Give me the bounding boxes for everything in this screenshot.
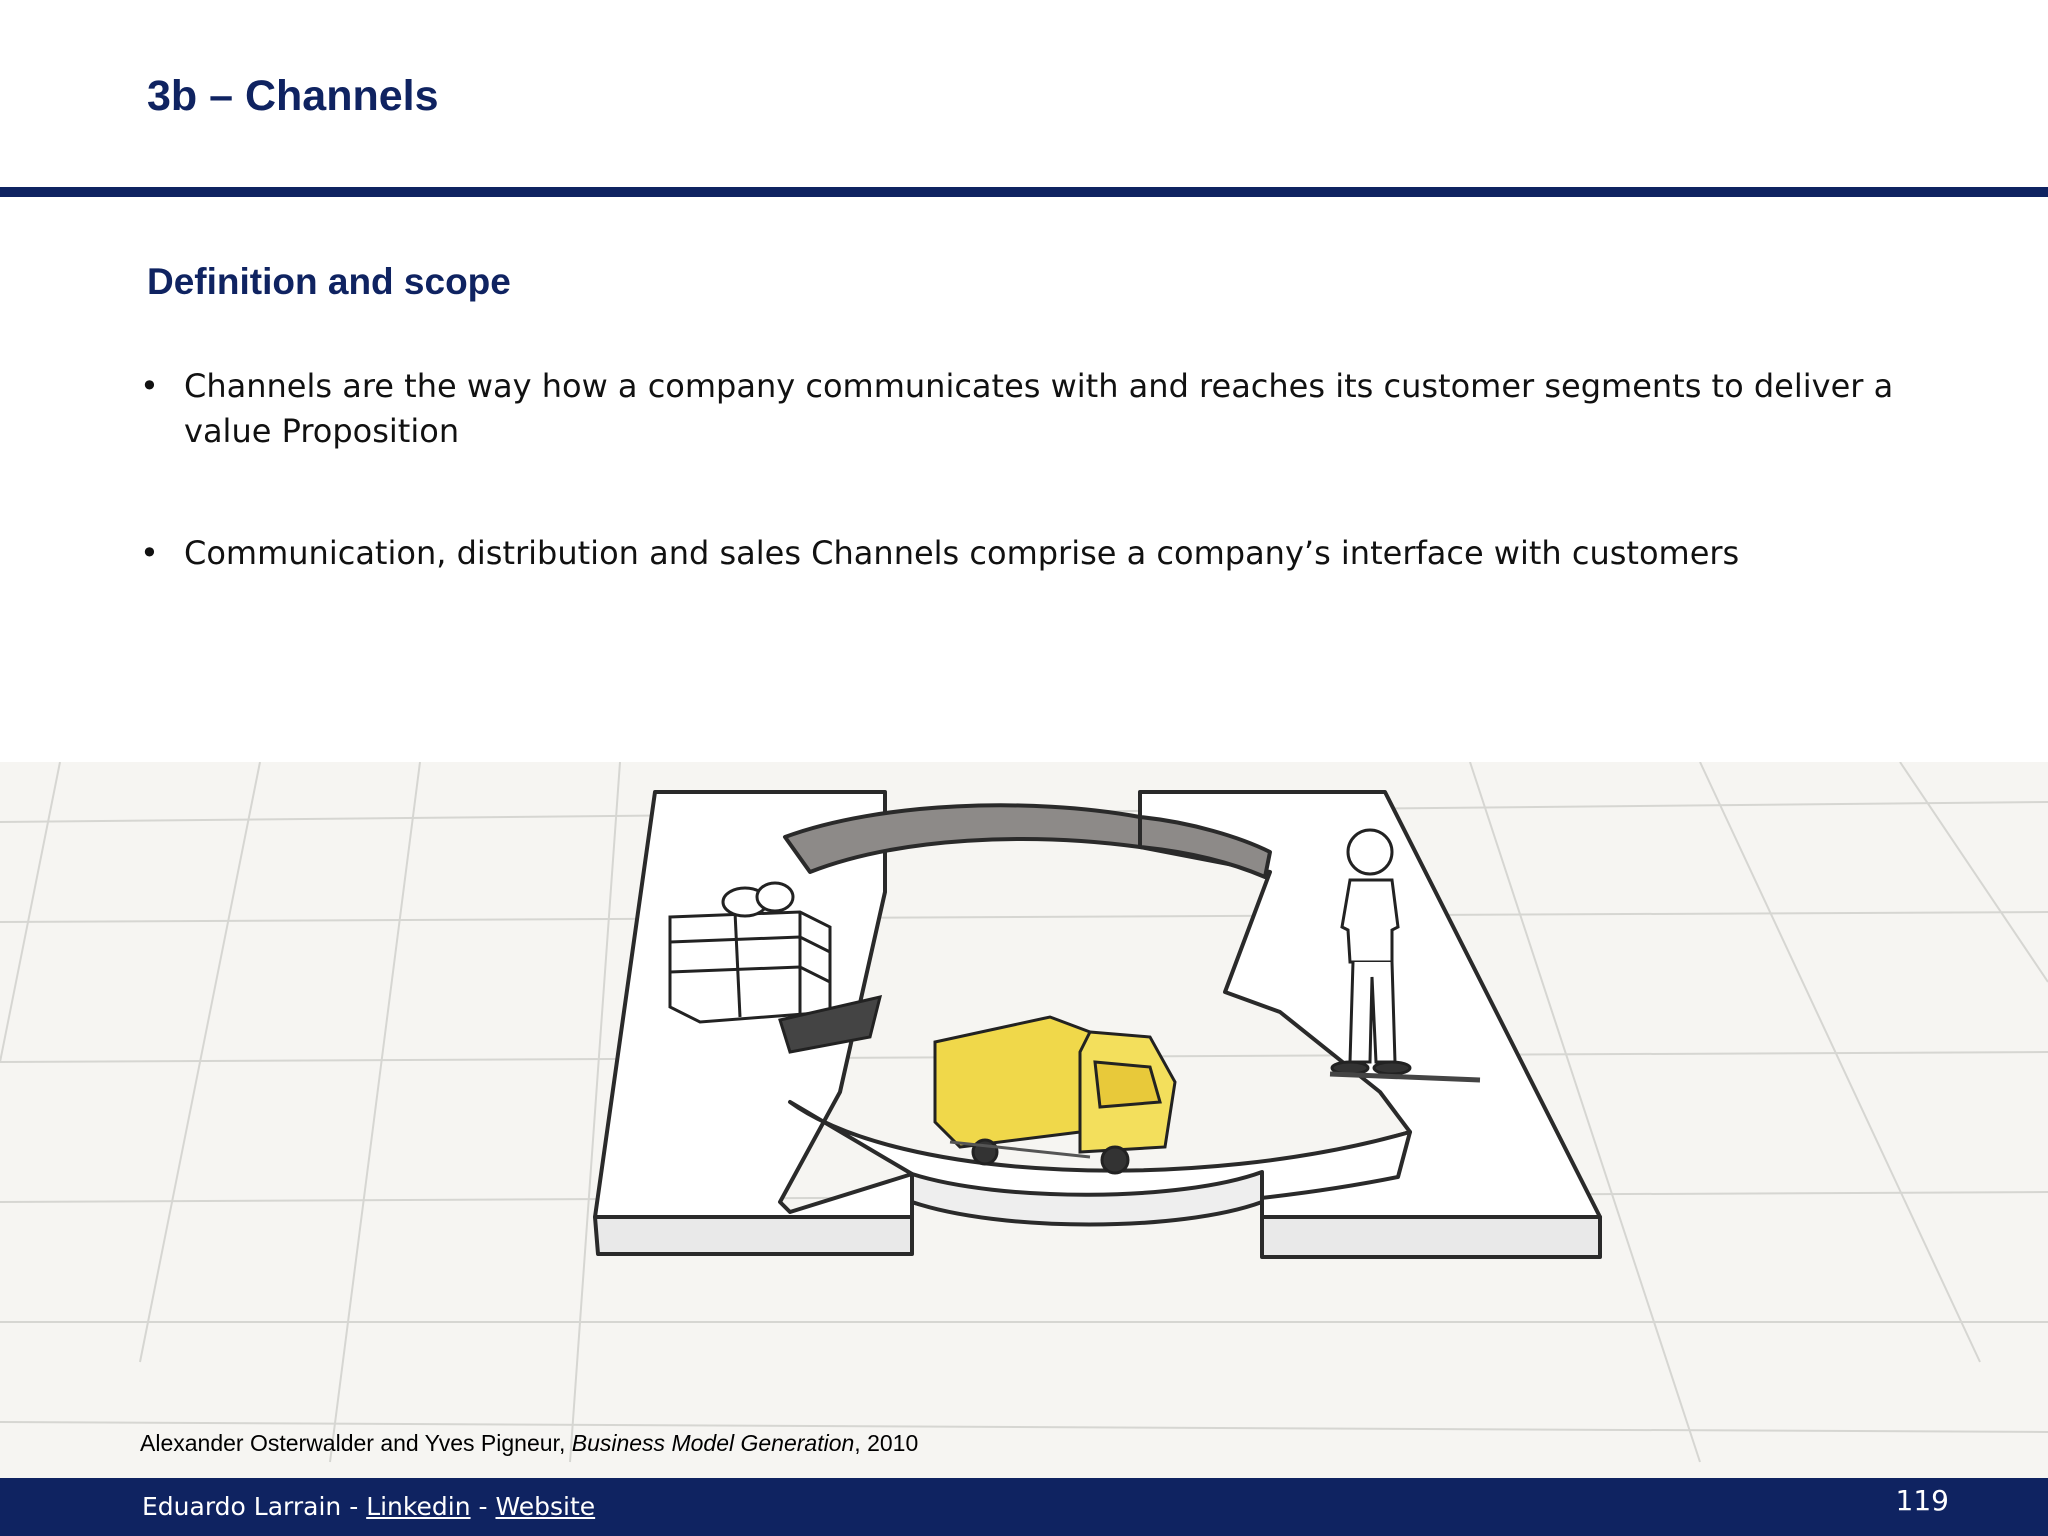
title-divider	[0, 187, 2048, 197]
citation-book-title: Business Model Generation	[571, 1430, 855, 1456]
footer-author: Eduardo Larrain	[142, 1492, 342, 1521]
channels-illustration	[0, 762, 2048, 1478]
page-number: 119	[1895, 1484, 1949, 1517]
website-link[interactable]: Website	[495, 1492, 596, 1521]
citation-authors: Alexander Osterwalder and Yves Pigneur,	[140, 1430, 572, 1456]
linkedin-link[interactable]: Linkedin	[366, 1492, 471, 1521]
footer-credits: Eduardo Larrain - Linkedin - Website	[142, 1490, 595, 1524]
bullet-item: • Communication, distribution and sales …	[140, 531, 1900, 576]
bullet-marker: •	[140, 534, 159, 572]
person-icon	[1329, 828, 1481, 1083]
bullet-text: Communication, distribution and sales Ch…	[184, 534, 1740, 572]
bullet-item: • Channels are the way how a company com…	[140, 364, 1900, 454]
platform	[593, 790, 1602, 1259]
background-grid	[0, 762, 2048, 1463]
gift-box-icon	[668, 881, 883, 1054]
bullet-marker: •	[140, 367, 159, 405]
slide-title: 3b – Channels	[147, 72, 439, 120]
footer-bar: Eduardo Larrain - Linkedin - Website 119	[0, 1478, 2048, 1536]
bullet-text: Channels are the way how a company commu…	[184, 367, 1894, 450]
footer-separator: -	[341, 1492, 367, 1521]
citation: Alexander Osterwalder and Yves Pigneur, …	[140, 1428, 918, 1458]
truck-icon	[933, 1015, 1177, 1175]
bullet-list: • Channels are the way how a company com…	[140, 364, 1900, 576]
citation-year: , 2010	[854, 1430, 919, 1456]
footer-separator: -	[470, 1492, 496, 1521]
section-heading: Definition and scope	[147, 261, 511, 302]
